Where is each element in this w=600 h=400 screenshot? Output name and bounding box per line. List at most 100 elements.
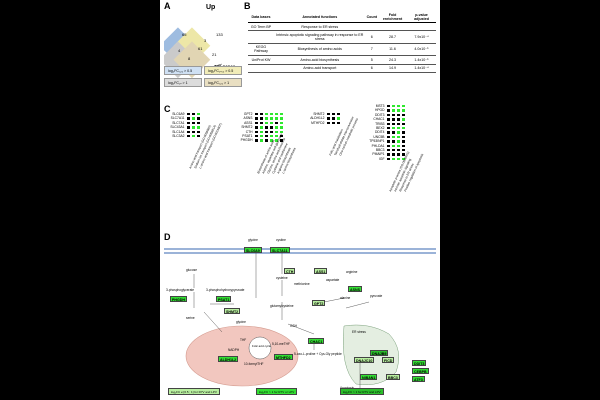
- heatmap-cell: [386, 125, 391, 131]
- heatmap-cell: [196, 112, 201, 117]
- venn-count-3: 4: [178, 48, 181, 53]
- heatmap-cell: [191, 120, 196, 126]
- heatmap-cell: [196, 133, 201, 139]
- heatmap-cell: [391, 134, 396, 140]
- heatmap-cell: [196, 120, 201, 126]
- heatmap-cell: [254, 129, 259, 134]
- table-cell: [248, 64, 274, 73]
- table-header: Count: [365, 12, 378, 23]
- heatmap-cell: [279, 133, 284, 139]
- heatmap-gene-label: ALDH1L2: [310, 116, 325, 121]
- heatmap-cell: [269, 129, 274, 134]
- gene-ass1: ASS1: [314, 268, 328, 274]
- heatmap-row: PHGDH: [234, 138, 284, 143]
- heatmap-cell: [186, 116, 191, 121]
- heatmap-cell: [254, 133, 259, 139]
- enrichment-table: Data bases Annotated functions Count Fol…: [248, 12, 436, 73]
- gene-ddit3: DDIT3: [412, 360, 427, 366]
- table-cell: Biosynthesis of amino acids: [273, 43, 366, 57]
- heatmap-cell: [196, 116, 201, 121]
- heatmap-cell: [279, 120, 284, 126]
- metabolite-oxoproline: 5-oxo-L-proline + Cys-Gly peptide: [294, 352, 342, 356]
- heatmap-cell: [396, 156, 401, 162]
- heatmap-gene-label: PMAIP1: [372, 152, 385, 157]
- heatmap-cell: [264, 129, 269, 134]
- gene-gpt2: GPT2: [312, 300, 326, 306]
- heatmap-cell: [254, 112, 259, 117]
- heatmap-cell: [401, 143, 406, 148]
- heatmap-cell: [401, 130, 406, 135]
- heatmap-cell: [269, 138, 274, 143]
- er-stress-label: ER stress: [352, 330, 366, 334]
- heatmap-cell: [396, 139, 401, 144]
- folic-cycle-circle: [248, 336, 272, 360]
- heatmap-cell: [186, 125, 191, 130]
- gene-asns: ASNS: [348, 286, 362, 292]
- metabolite-glycine-out: glycine: [248, 238, 258, 242]
- heatmap-cell: [264, 133, 269, 139]
- heatmap-row: SHMT2: [234, 125, 284, 130]
- gene-cebpb: CEBPB: [412, 368, 429, 374]
- metabolite-mthf: 5,10-meTHF: [272, 342, 290, 346]
- metabolite-aspartate: aspartate: [326, 278, 340, 282]
- panel-label-a: A: [164, 1, 171, 11]
- heatmap-gene-label: MST3: [375, 104, 385, 108]
- heatmap-cell: [396, 143, 401, 148]
- heatmap-cell: [279, 129, 284, 134]
- heatmap-cell: [391, 104, 396, 109]
- heatmap-cell: [264, 116, 269, 121]
- heatmap-cell: [279, 112, 284, 117]
- heatmap-cell: [386, 143, 391, 148]
- metabolite-pyruvate: pyruvate: [370, 294, 383, 298]
- heatmap-cell: [259, 120, 264, 126]
- venn-title: Up: [206, 4, 216, 11]
- heatmap-row: TP53INP1: [366, 139, 406, 144]
- gene-chac1: CHAC1: [308, 338, 325, 344]
- heatmap-cell: [336, 120, 341, 126]
- gene-mthfd2: MTHFD2: [274, 354, 293, 360]
- heatmap-cell: [331, 116, 336, 121]
- heatmap-cell: [396, 121, 401, 126]
- table-header-row: Data bases Annotated functions Count Fol…: [248, 12, 436, 23]
- heatmap-cell: [401, 147, 406, 153]
- heatmap-cell: [269, 116, 274, 121]
- heatmap-row: ASS1: [234, 120, 284, 126]
- heatmap-row: MTHFD2: [306, 120, 341, 126]
- heatmap-cell: [386, 104, 391, 109]
- heatmap-cell: [264, 138, 269, 143]
- heatmap-cell: [386, 139, 391, 144]
- table-cell: Response to ER stress: [273, 22, 366, 32]
- heatmap-gene-label: SLC6A9: [172, 112, 185, 116]
- heatmap-row: DDIT3: [366, 112, 406, 118]
- heatmap-row: HPGD: [366, 108, 406, 113]
- heatmap-cell: [396, 112, 401, 118]
- heatmap-row: IGF: [366, 156, 406, 162]
- heatmap-row: SLC3A2: [166, 133, 201, 139]
- heatmap-cell: [326, 120, 331, 126]
- mitochondrion-shape: [185, 325, 299, 387]
- heatmap-row: SLC6A9: [166, 112, 201, 117]
- heatmap-cell: [259, 129, 264, 134]
- gene-dnajc10: DNAJC10: [354, 357, 375, 363]
- panel-label-b: B: [244, 1, 251, 11]
- metabolite-serine: serine: [186, 316, 195, 320]
- metabolite-arginine: arginine: [346, 270, 358, 274]
- heatmap-cell: [331, 120, 336, 126]
- pathway-diagram: glycine cystine SLC6A9 SLC7A11 glucose 3…: [164, 238, 436, 398]
- heatmap-gene-label: BEX2: [376, 125, 385, 130]
- heatmap-cell: [336, 112, 341, 117]
- heatmap-row: CHAC1: [366, 117, 406, 122]
- metabolite-glucose: glucose: [186, 268, 197, 272]
- metabolite-cystine-out: cystine: [276, 238, 286, 242]
- metabolite-glycine-in: glycine: [236, 320, 246, 324]
- table-cell: KEGG Pathway: [248, 43, 274, 57]
- gene-psat1: PSAT1: [216, 296, 232, 302]
- heatmap-cell: [274, 138, 279, 143]
- heatmap-cell: [386, 112, 391, 118]
- heatmap-cell: [391, 125, 396, 131]
- table-row: Amino-acid transport 6 14.9 1.4x10⁻⁴: [248, 64, 436, 73]
- panel-label-c: C: [164, 104, 171, 114]
- gene-slc7a11: SLC7A11: [270, 247, 290, 253]
